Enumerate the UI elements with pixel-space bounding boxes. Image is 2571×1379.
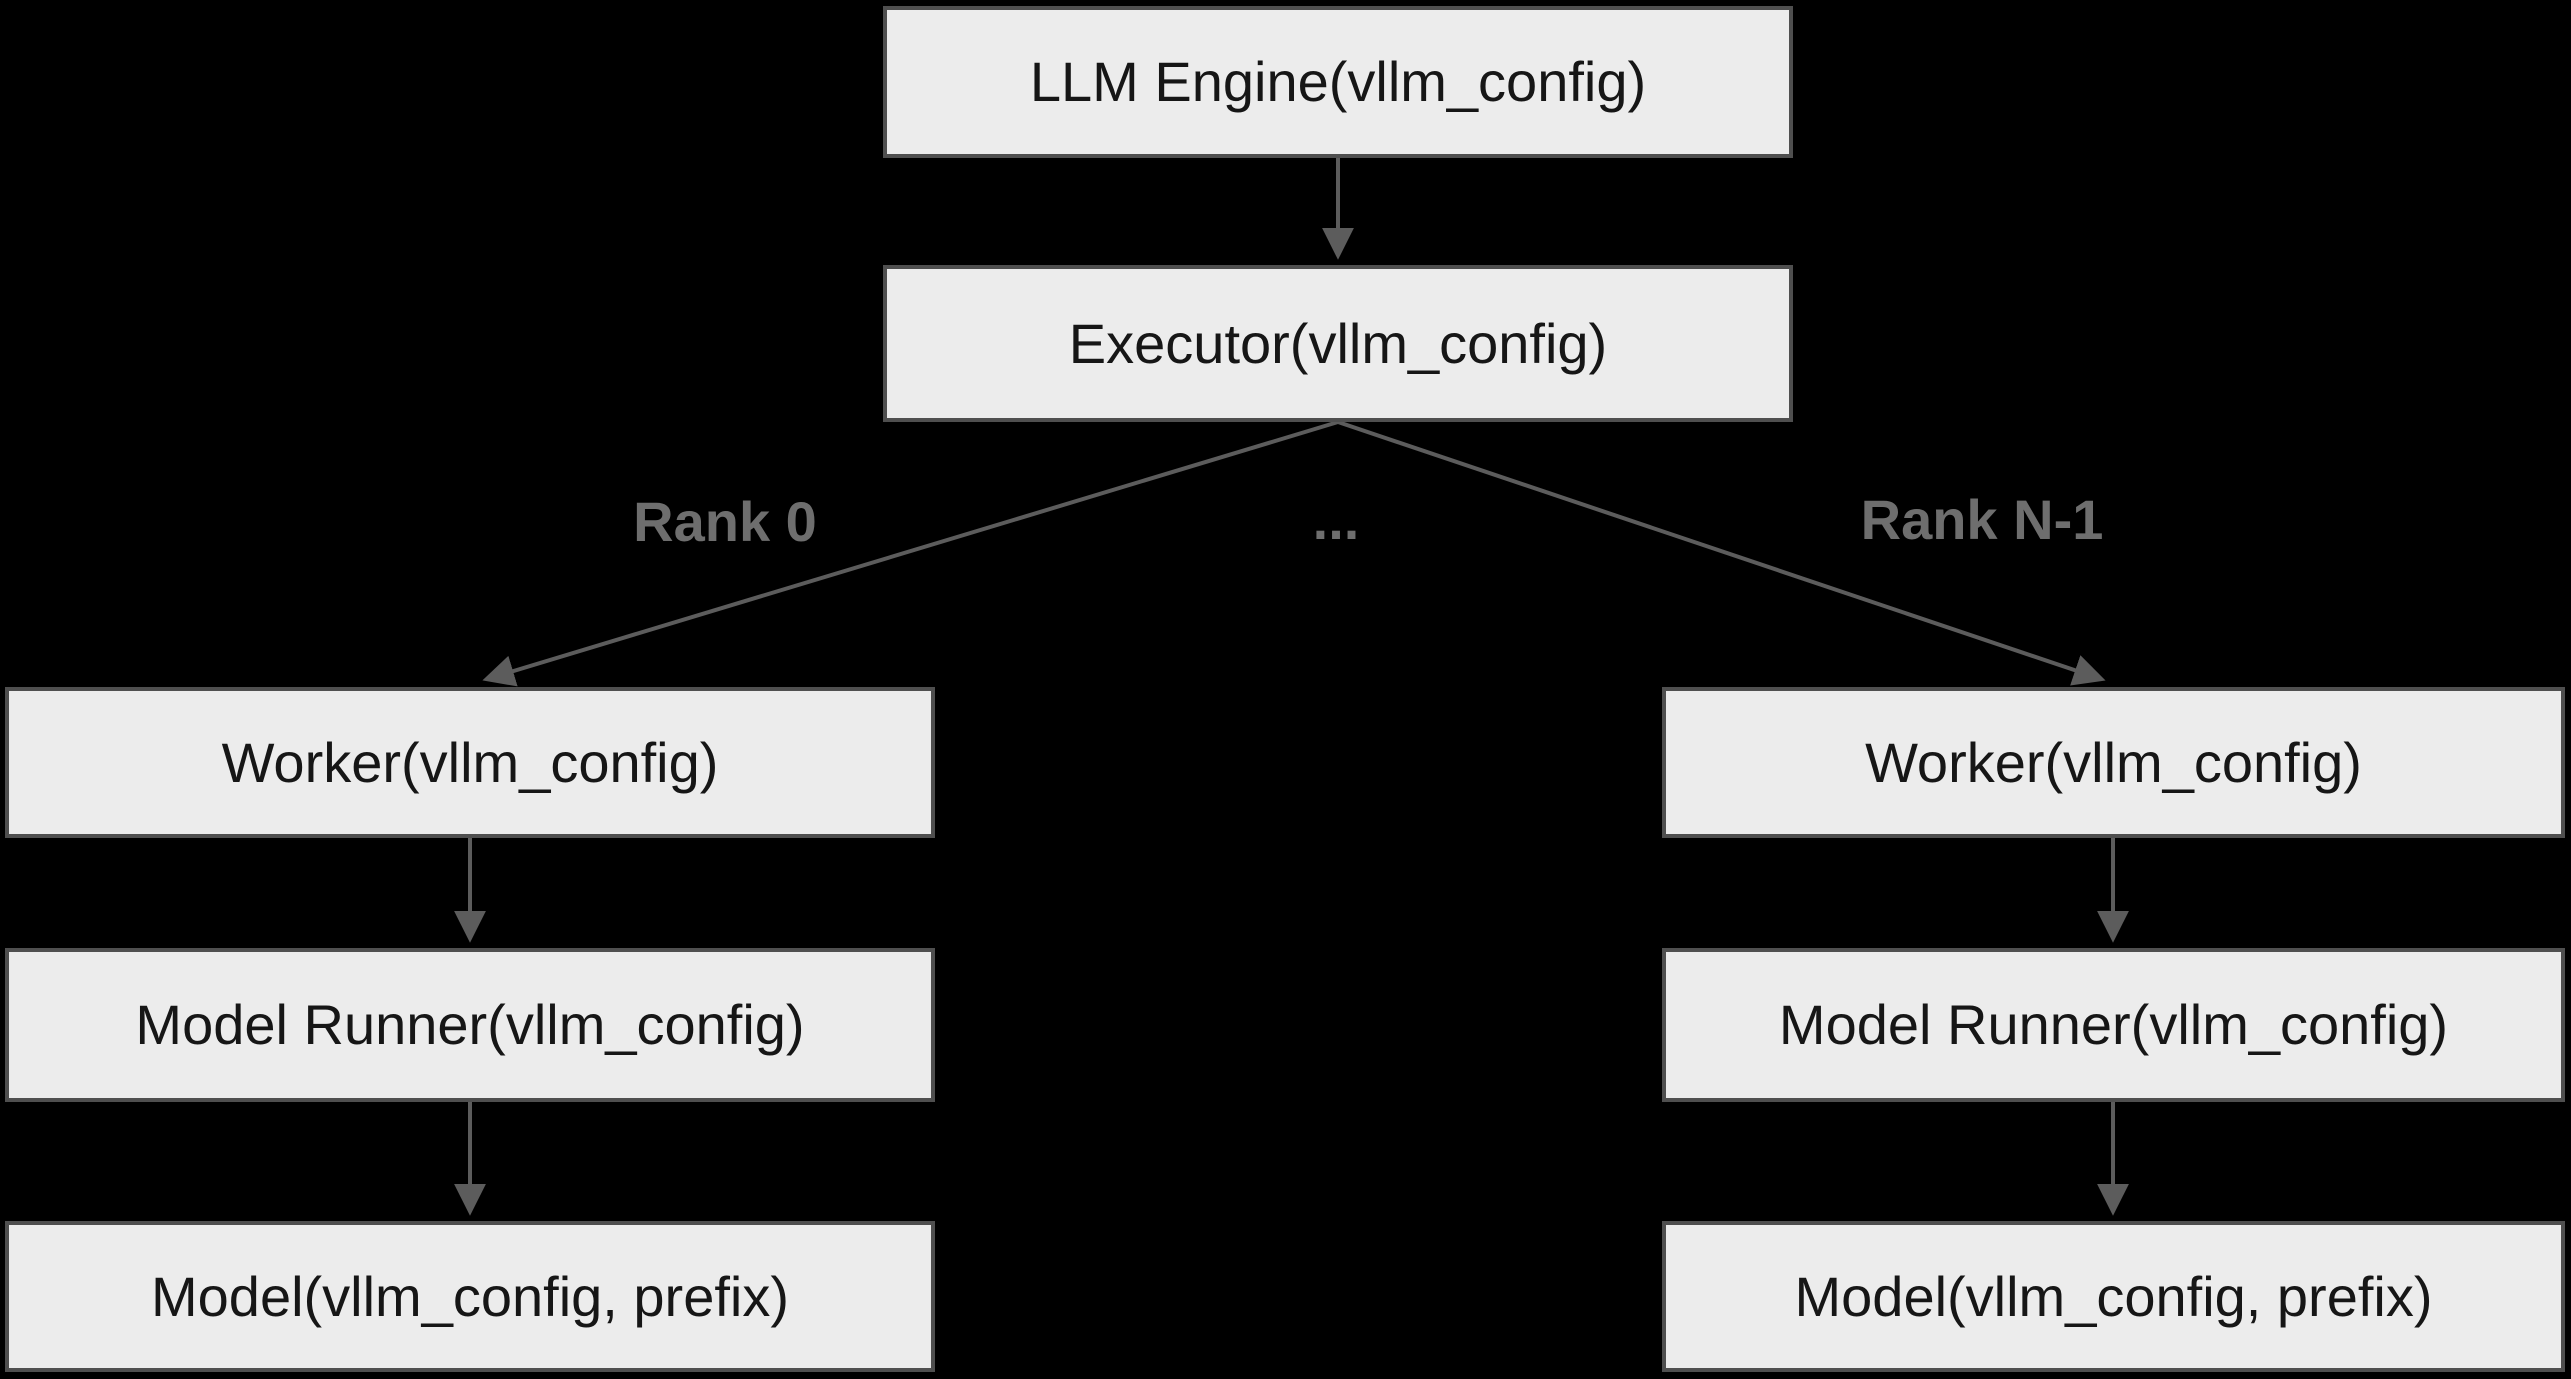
node-executor-label: Executor(vllm_config) [1068,311,1608,375]
node-worker-rank-n-1-label: Worker(vllm_config) [1865,730,2362,794]
edge-executor-to-worker-right [1337,420,2106,686]
edge-label-rank-0: Rank 0 [633,490,817,553]
node-model-rank-0: Model(vllm_config, prefix) [5,1221,935,1372]
node-model-runner-rank-0-label: Model Runner(vllm_config) [135,993,805,1056]
edge-label-rank-n-1: Rank N-1 [1860,488,2104,551]
node-llm-engine-label: LLM Engine(vllm_config) [1029,50,1647,113]
node-model-runner-rank-n-1: Model Runner(vllm_config) [1662,948,2565,1102]
edge-label-ellipsis: ... [1312,488,1360,551]
edge-executor-to-worker-left [482,420,1339,687]
node-model-runner-rank-n-1-label: Model Runner(vllm_config) [1778,993,2449,1056]
node-model-runner-rank-0: Model Runner(vllm_config) [5,948,935,1102]
node-model-rank-n-1: Model(vllm_config, prefix) [1662,1221,2565,1372]
node-model-rank-n-1-label: Model(vllm_config, prefix) [1794,1264,2433,1328]
node-model-rank-0-label: Model(vllm_config, prefix) [151,1264,789,1328]
node-llm-engine: LLM Engine(vllm_config) [883,6,1793,158]
node-worker-rank-0: Worker(vllm_config) [5,687,935,838]
node-worker-rank-0-label: Worker(vllm_config) [221,730,719,794]
node-executor: Executor(vllm_config) [883,265,1793,422]
node-worker-rank-n-1: Worker(vllm_config) [1662,687,2565,838]
